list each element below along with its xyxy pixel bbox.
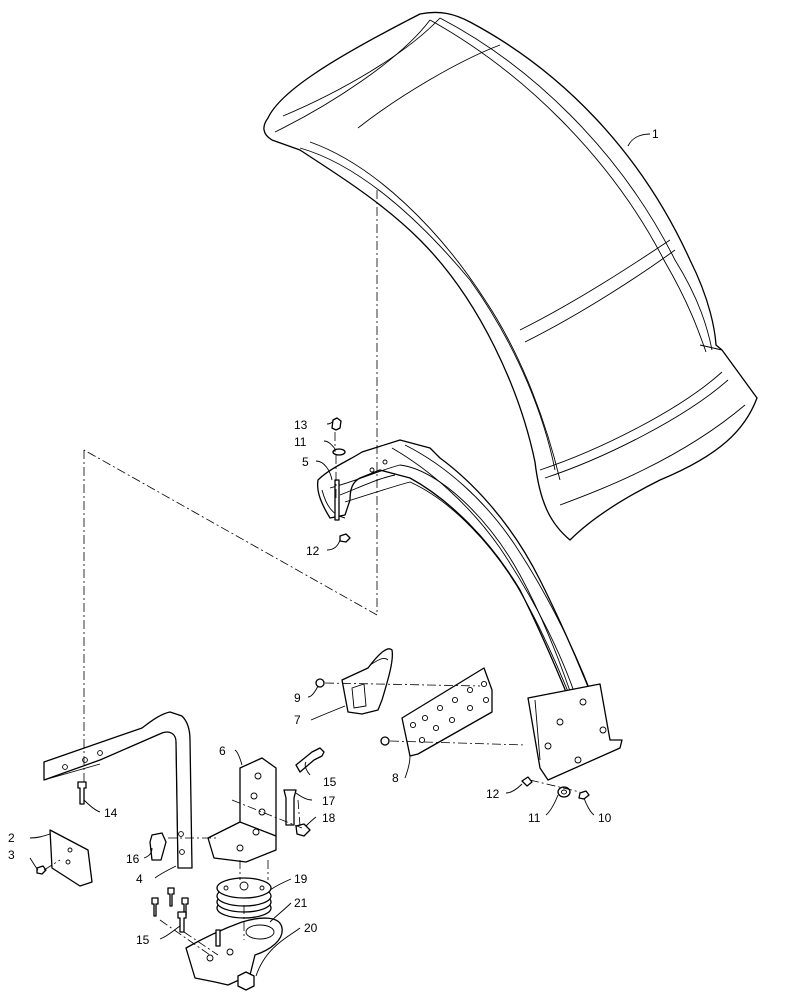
callout-17: 17	[322, 794, 336, 808]
callout-12: 12	[486, 787, 500, 801]
callout-13: 13	[294, 418, 308, 432]
callout-12: 12	[306, 544, 320, 558]
callout-2: 2	[8, 831, 15, 845]
callout-21: 21	[294, 896, 308, 910]
callout-4: 4	[136, 872, 143, 886]
callout-3: 3	[8, 848, 15, 862]
callout-11: 11	[294, 435, 307, 449]
callout-5: 5	[302, 455, 309, 469]
fasteners	[36, 417, 590, 991]
base-part	[185, 917, 283, 986]
assembly-lines	[43, 190, 581, 956]
fender-part	[263, 11, 758, 541]
callout-11: 11	[528, 811, 541, 825]
callout-15: 15	[323, 775, 337, 789]
callout-20: 20	[304, 921, 318, 935]
callout-10: 10	[598, 811, 612, 825]
support-arm-part	[43, 711, 193, 869]
callout-18: 18	[322, 811, 336, 825]
panel-part	[49, 829, 93, 887]
callout-9: 9	[294, 691, 301, 705]
callout-16: 16	[126, 852, 140, 866]
callout-8: 8	[392, 771, 399, 785]
callout-19: 19	[294, 872, 308, 886]
callout-7: 7	[294, 713, 301, 727]
callout-1: 1	[652, 127, 659, 141]
angle-bracket-part	[207, 757, 277, 863]
small-bracket-part	[341, 648, 394, 715]
callout-labels: 1 13 11 5 12 9 7 8 12 11 10 6 15 17 18 1…	[8, 127, 659, 947]
leader-lines	[29, 133, 651, 977]
fender-bracket-part	[316, 439, 623, 781]
callout-15: 15	[136, 933, 150, 947]
callout-6: 6	[219, 744, 226, 758]
callout-14: 14	[104, 806, 118, 820]
